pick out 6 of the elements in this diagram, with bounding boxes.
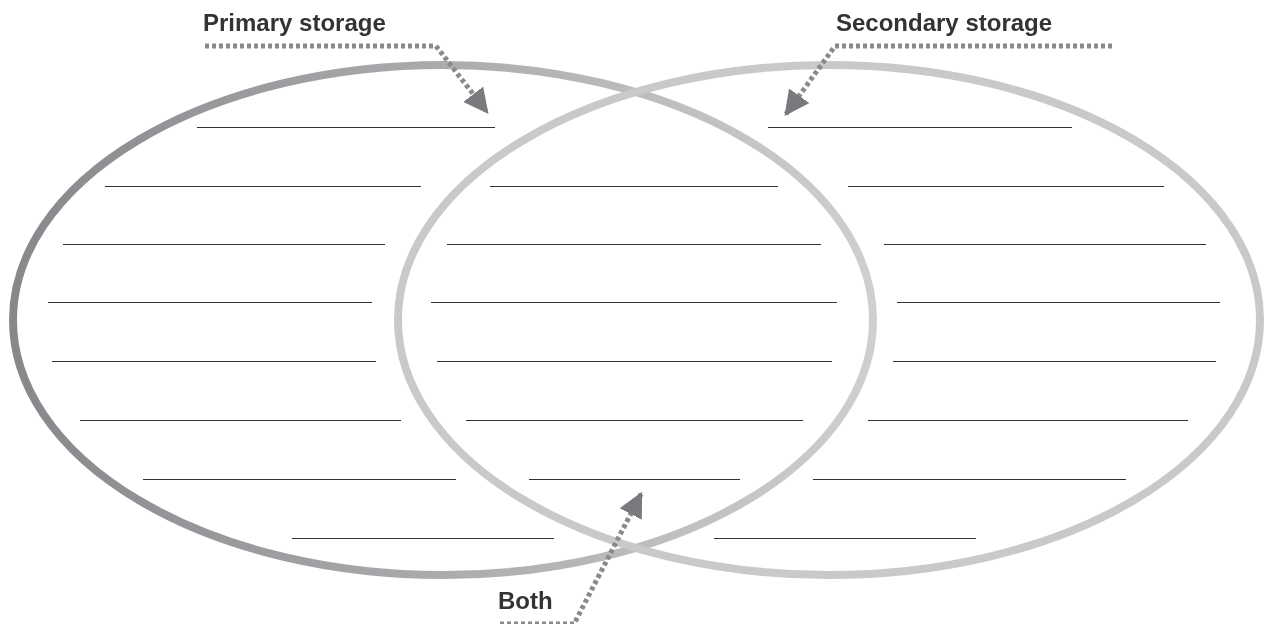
callout-label: Secondary storage [836,8,1053,38]
leader-arrow [205,43,489,114]
leader-arrow [783,43,1112,117]
callout-label: Both [498,586,553,616]
callout-label: Primary storage [203,8,386,38]
leader-arrow [500,491,644,624]
